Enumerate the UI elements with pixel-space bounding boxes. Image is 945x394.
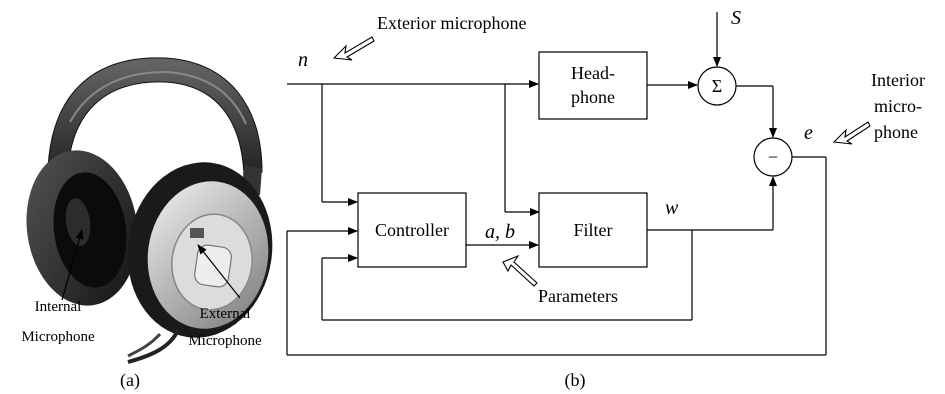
- internal-mic-label-line1: Internal: [35, 299, 82, 315]
- signal-n: n: [298, 49, 308, 71]
- internal-mic-label-line2: Microphone: [21, 329, 95, 345]
- caption-a: (a): [120, 370, 140, 391]
- signal-S: S: [731, 7, 741, 29]
- external-mic-label-line1: External: [200, 306, 251, 322]
- internal-mic-pointer: [61, 229, 84, 301]
- signal-ab: a, b: [485, 221, 515, 243]
- parameters-label: Parameters: [538, 286, 618, 306]
- filter-label: Filter: [574, 220, 613, 240]
- interior-mic-label-line1: Interior: [871, 70, 925, 90]
- interior-mic-pointer: [832, 121, 871, 145]
- minus-symbol: −: [768, 147, 778, 167]
- headphone-label-line1: Head-: [571, 63, 615, 83]
- sum-symbol: Σ: [712, 76, 722, 96]
- controller-block: [357, 192, 467, 268]
- caption-b: (b): [565, 370, 586, 391]
- controller-label: Controller: [375, 220, 449, 240]
- interior-mic-label-line2: micro-: [874, 96, 922, 116]
- parameters-pointer: [502, 254, 538, 287]
- signal-w: w: [665, 197, 679, 219]
- filter-block: [538, 192, 648, 268]
- signal-e: e: [804, 122, 813, 144]
- interior-mic-label-line3: phone: [874, 122, 918, 142]
- headphone-block: [538, 51, 648, 120]
- external-mic-label-line2: Microphone: [188, 333, 262, 349]
- exterior-mic-pointer: [332, 36, 375, 61]
- external-mic-pointer: [197, 244, 241, 299]
- exterior-mic-label: Exterior microphone: [377, 13, 526, 33]
- headphone-label-line2: phone: [571, 87, 615, 107]
